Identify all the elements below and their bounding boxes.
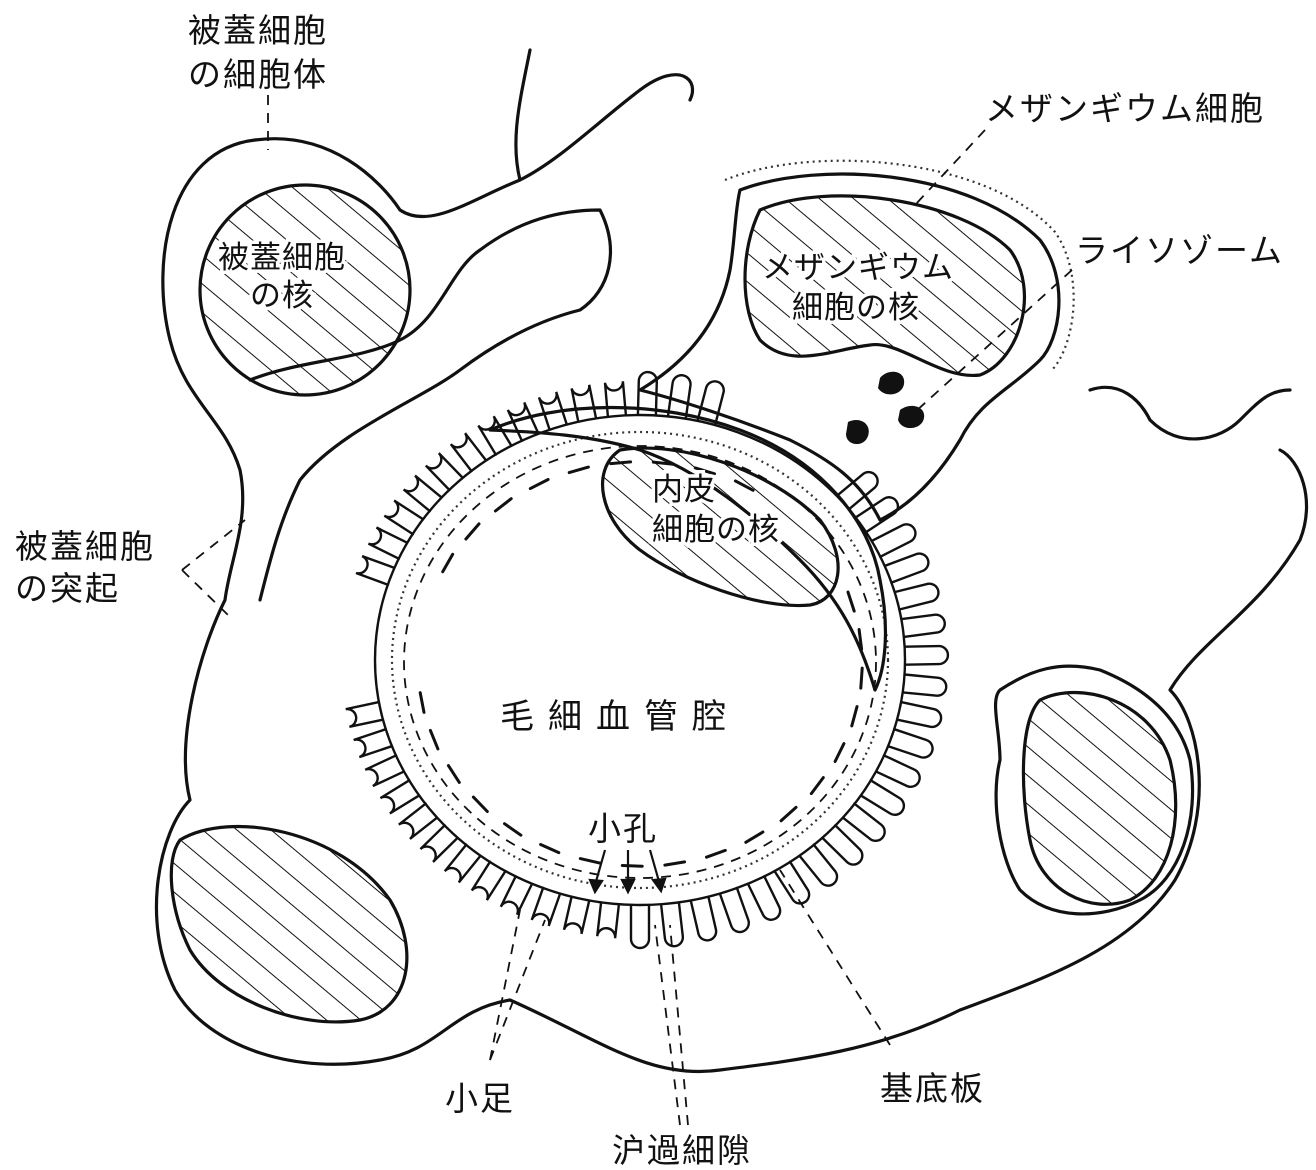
leader-process-b — [182, 570, 228, 615]
foot-process-11 — [605, 381, 626, 416]
foot-process-33 — [691, 897, 716, 941]
label-podocyte-nucleus-line1: 被蓋細胞 — [218, 240, 346, 276]
label-podocyte-nucleus-line2: の核 — [250, 278, 314, 314]
label-podocyte-process-line1: 被蓋細胞 — [15, 527, 155, 566]
fenestration-21 — [580, 859, 600, 864]
label-filtration-slit: 沪過細隙 — [612, 1131, 752, 1170]
foot-process-21 — [905, 646, 948, 665]
label-mesangial-nucleus-line1: メザンギウム — [762, 250, 954, 286]
foot-process-47 — [346, 702, 383, 727]
foot-process-35 — [631, 905, 649, 948]
foot-process-46 — [354, 729, 392, 757]
foot-process-32 — [720, 888, 749, 932]
fenestration-7 — [653, 462, 673, 464]
fenestration-19 — [665, 862, 685, 865]
foot-process-42 — [420, 825, 457, 862]
foot-process-22 — [903, 675, 946, 696]
fenestration-13 — [852, 707, 857, 726]
leader-slit-a — [655, 925, 680, 1125]
foot-process-23 — [897, 702, 941, 727]
label-endothelial-nucleus-line2: 細胞の核 — [652, 512, 780, 548]
fenestration-27 — [420, 693, 424, 713]
lysosome-3 — [846, 420, 869, 444]
foot-process-38 — [532, 888, 560, 926]
fenestration-14 — [835, 744, 844, 762]
fenestration-5 — [569, 467, 588, 473]
fenestration-3 — [495, 499, 511, 511]
lysosome-2 — [898, 406, 924, 428]
fenestration-10 — [848, 592, 854, 611]
fenestration-4 — [530, 480, 548, 489]
label-foot-process: 小足 — [445, 1079, 515, 1118]
leader-basal-lamina — [780, 870, 890, 1045]
foot-process-10 — [572, 385, 596, 422]
foot-process-20 — [902, 615, 945, 637]
label-pore: 小孔 — [588, 809, 658, 848]
fenestration-16 — [781, 807, 796, 820]
leader-foot-b — [490, 920, 545, 1060]
fenestration-15 — [811, 778, 823, 794]
podocyte-upper-branch — [516, 50, 530, 180]
label-lysosome: ライソゾーム — [1075, 231, 1284, 270]
fenestration-20 — [622, 866, 642, 867]
foot-process-18 — [885, 554, 928, 583]
podocyte-upper-right-branch — [640, 75, 693, 100]
right-nucleus — [1023, 693, 1175, 905]
fenestration-22 — [541, 845, 559, 853]
fenestration-23 — [505, 824, 521, 836]
leader-foot-a — [490, 910, 520, 1060]
leader-slit-b — [670, 925, 688, 1125]
fenestration-24 — [473, 797, 487, 811]
right-process-outline — [1090, 387, 1290, 439]
foot-process-36 — [597, 902, 619, 938]
lower-left-nucleus — [171, 827, 407, 1022]
foot-process-24 — [889, 729, 933, 757]
label-podocyte-process-line2: の突起 — [15, 569, 120, 608]
leader-mesangial-cell — [915, 130, 985, 205]
fenestration-18 — [707, 850, 726, 857]
fenestration-17 — [746, 832, 763, 842]
foot-process-19 — [895, 584, 938, 610]
fenestration-6 — [611, 462, 631, 464]
fenestration-26 — [430, 730, 438, 749]
fenestration-2 — [466, 524, 479, 539]
label-mesangial-cell: メザンギウム細胞 — [985, 89, 1265, 128]
label-podocyte-body-line2: の細胞体 — [188, 55, 328, 94]
fenestration-12 — [861, 668, 862, 688]
label-capillary-lumen: 毛細血管腔 — [500, 697, 740, 737]
label-podocyte-body-line1: 被蓋細胞 — [188, 11, 328, 50]
pore-arrows — [590, 850, 665, 892]
fenestration-25 — [448, 766, 459, 783]
fenestration-1 — [443, 554, 453, 571]
label-basal-lamina: 基底板 — [880, 1069, 985, 1108]
label-endothelial-nucleus-line1: 内皮 — [652, 472, 716, 508]
lysosome-1 — [878, 372, 904, 395]
label-mesangial-nucleus-line2: 細胞の核 — [792, 290, 920, 326]
foot-process-37 — [564, 897, 589, 934]
